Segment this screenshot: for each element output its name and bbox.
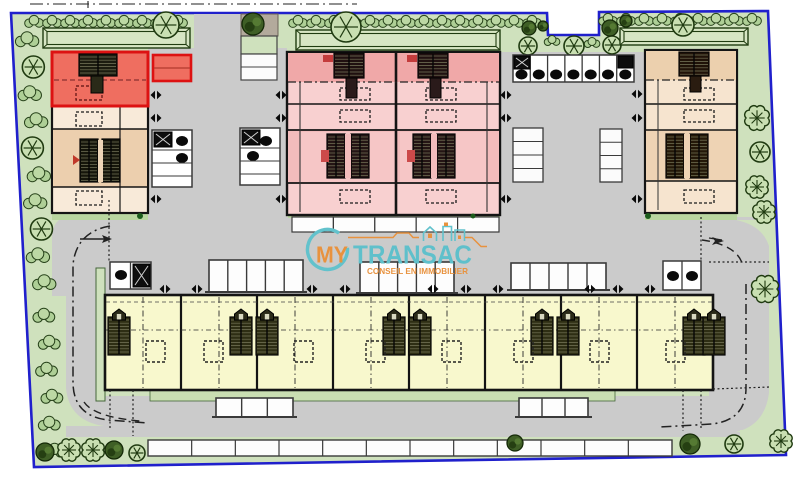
svg-text:MY: MY	[316, 242, 348, 268]
svg-text:CONSEIL EN IMMOBILIER: CONSEIL EN IMMOBILIER	[367, 266, 468, 276]
svg-text:TRANSAC: TRANSAC	[353, 240, 472, 270]
